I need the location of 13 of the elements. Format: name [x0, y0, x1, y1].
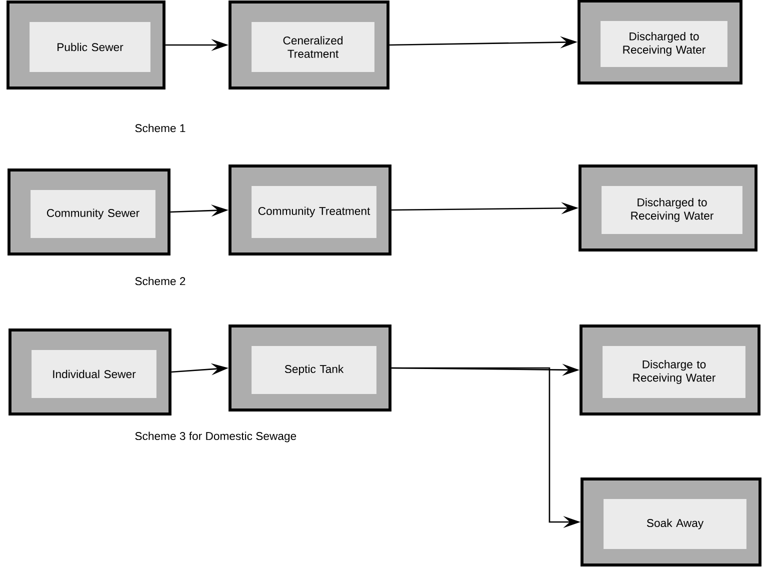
process-box: Ceneralized Treatment	[228, 0, 390, 90]
process-box: Discharge to Receiving Water	[580, 324, 760, 416]
process-box: Community Sewer	[8, 168, 170, 256]
process-box: Discharged to Receiving Water	[578, 164, 758, 252]
process-box: Soak Away	[580, 478, 762, 566]
scheme-label: Scheme 2	[135, 276, 186, 286]
process-box: Discharged to Receiving Water	[578, 0, 742, 84]
process-box: Community Treatment	[228, 164, 392, 256]
process-box: Septic Tank	[228, 324, 392, 412]
scheme-label: Scheme 3 for Domestic Sewage	[135, 432, 296, 442]
process-box: Public Sewer	[6, 0, 166, 90]
scheme-label: Scheme 1	[135, 124, 186, 132]
process-box: Individual Sewer	[8, 328, 172, 416]
